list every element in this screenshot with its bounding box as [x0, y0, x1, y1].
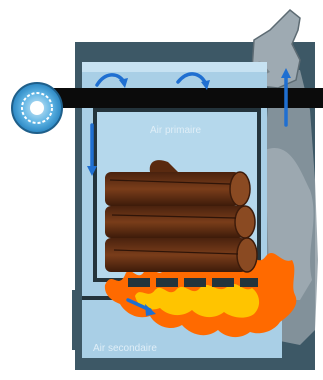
secondary-air-label: Air secondaire [93, 343, 157, 354]
firewood-icon [105, 160, 257, 272]
blower-fan-icon [12, 83, 62, 133]
air-pipe [40, 88, 323, 108]
primary-air-label: Air primaire [150, 125, 202, 136]
